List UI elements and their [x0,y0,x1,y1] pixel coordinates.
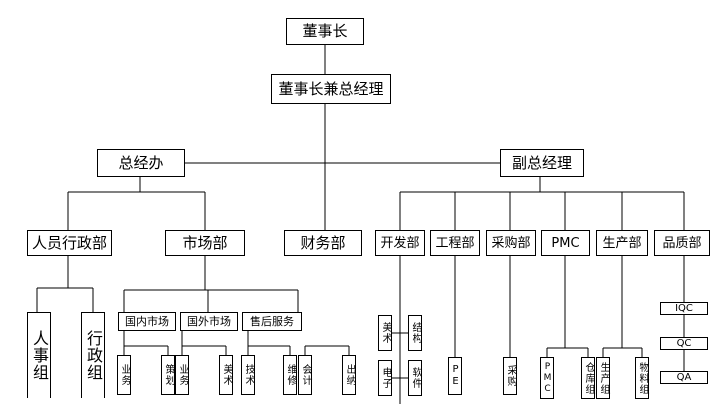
production-group-box: 生产组 [596,357,610,399]
material-group-box: 物料组 [635,357,649,399]
rnd-electronics-box: 电子 [378,360,392,396]
after-sales-box: 售后服务 [242,312,302,331]
pmc-leaf-box: PMC [540,357,554,399]
gm-office-box: 总经办 [97,149,185,177]
qa-box: QA [660,371,708,384]
hr-admin-box: 人员行政部 [27,230,112,256]
rnd-art-box: 美术 [378,315,392,351]
repair-box: 维修 [283,355,297,395]
overseas-market-box: 国外市场 [180,312,238,331]
overseas-sales-box: 业务 [175,355,189,395]
tech-support-box: 技术 [241,355,255,395]
buying-box: 采购 [503,357,517,395]
chairman-box: 董事长 [286,18,364,45]
purchasing-box: 采购部 [486,230,536,256]
domestic-sales-box: 业务 [117,355,131,395]
overseas-art-box: 美术 [219,355,233,395]
engineering-box: 工程部 [430,230,480,256]
domestic-planning-box: 策划 [161,355,175,395]
pmc-box: PMC [541,230,590,256]
pe-box: PE [448,357,462,395]
production-box: 生产部 [596,230,648,256]
rnd-box: 开发部 [375,230,425,256]
domestic-market-box: 国内市场 [118,312,176,331]
iqc-box: IQC [660,302,708,315]
cashier-box: 出纳 [342,355,356,395]
rnd-software-box: 软件 [408,360,422,396]
accounting-box: 会计 [298,355,312,395]
rnd-structure-box: 结构 [408,315,422,351]
marketing-box: 市场部 [165,230,245,256]
qc-box: QC [660,337,708,350]
admin-group-box: 行政组 [81,312,105,398]
warehouse-group-box: 仓库组 [581,357,595,399]
finance-box: 财务部 [284,230,362,256]
deputy-gm-box: 副总经理 [500,149,584,177]
quality-box: 品质部 [654,230,710,256]
chairman-gm-box: 董事长兼总经理 [271,74,391,104]
hr-group-box: 人事组 [27,312,51,398]
